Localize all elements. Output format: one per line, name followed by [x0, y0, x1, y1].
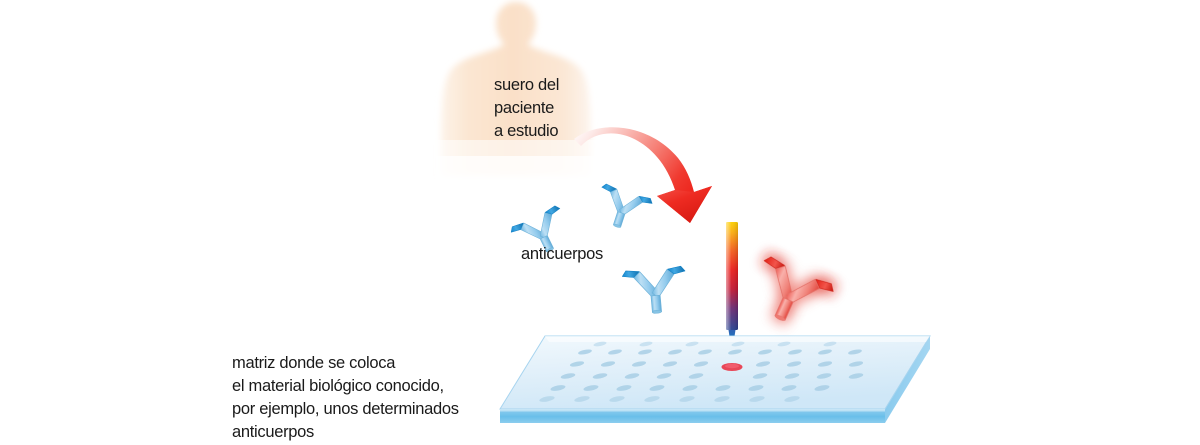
antibody-3-icon [621, 265, 689, 317]
serum-label: suero del paciente a estudio [494, 76, 560, 140]
antibodies-label: anticuerpos [521, 245, 604, 263]
gradient-probe-icon [726, 222, 738, 349]
antibody-2-icon [591, 182, 654, 236]
matrix-label: matriz donde se coloca el material bioló… [232, 354, 459, 441]
bound-antibody-icon [744, 254, 837, 336]
microarray-matrix-plate [499, 335, 931, 423]
serum-transfer-arrow-icon [574, 127, 712, 223]
target-spot-icon [721, 363, 743, 371]
microarray-spot-grid [539, 341, 864, 402]
